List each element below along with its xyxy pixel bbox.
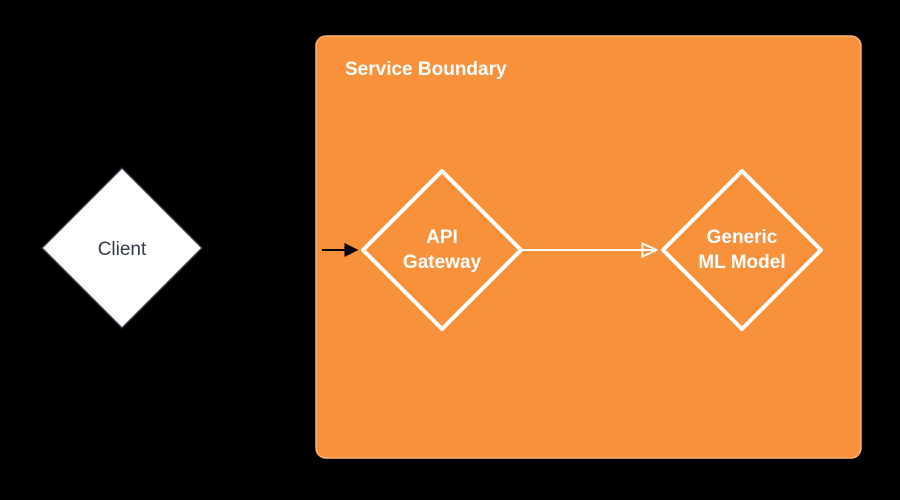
node-api-gateway[interactable]: API Gateway <box>361 169 523 331</box>
api-gateway-label-line-1: API <box>426 227 458 248</box>
generic-ml-model-label-line-1: Generic <box>707 227 778 248</box>
api-gateway-diamond-shape[interactable] <box>361 169 523 331</box>
client-label: Client <box>98 239 147 260</box>
node-client[interactable]: Client <box>41 167 203 329</box>
service-boundary-title: Service Boundary <box>345 59 507 80</box>
generic-ml-model-label-line-2: ML Model <box>698 252 785 273</box>
api-gateway-label-line-2: Gateway <box>403 252 482 273</box>
service-boundary-group[interactable]: Service Boundary <box>315 35 862 459</box>
node-generic-ml-model[interactable]: Generic ML Model <box>661 169 823 331</box>
client-diamond-shape[interactable] <box>41 167 203 329</box>
generic-ml-model-diamond-shape[interactable] <box>661 169 823 331</box>
service-boundary-rect[interactable] <box>315 35 862 459</box>
